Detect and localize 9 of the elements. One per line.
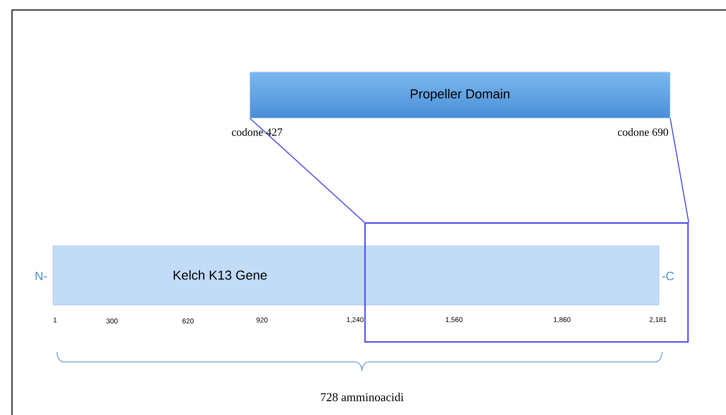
codon-label: codone 427 <box>232 128 282 136</box>
connector-line <box>670 118 690 223</box>
domain-bar: Propeller Domain <box>250 72 670 118</box>
codon-label: codone 690 <box>618 128 668 136</box>
connector-line <box>249 118 365 223</box>
terminus-label: -C <box>662 272 674 280</box>
gene-bar: Kelch K13 Gene <box>52 246 660 306</box>
zoom-box <box>364 222 689 343</box>
length-label: 728 amminoacidi <box>320 392 404 402</box>
